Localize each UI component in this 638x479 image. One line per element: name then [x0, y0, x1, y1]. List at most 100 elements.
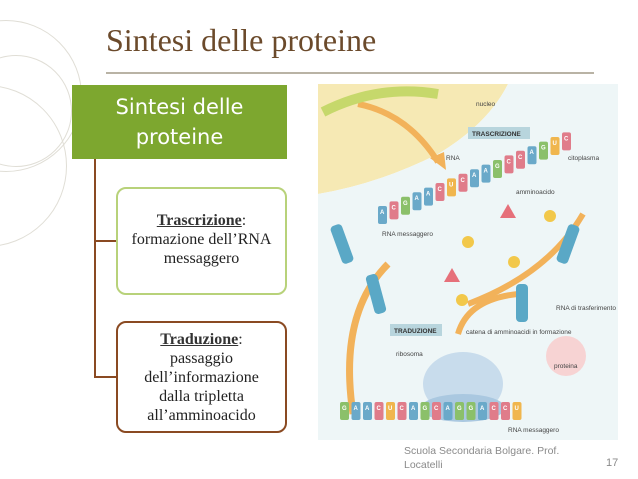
nucleotide-letter: A	[484, 169, 489, 175]
ribosoma-label: ribosoma	[396, 351, 423, 358]
nucleo-label: nucleo	[476, 101, 496, 108]
nucleotide	[378, 206, 387, 224]
trna-molecules	[330, 204, 580, 322]
nucleotide	[481, 164, 491, 183]
node-trascrizione: Trascrizione: formazione dell’RNA messag…	[116, 187, 287, 295]
rna-messaggero-top-label: RNA messaggero	[382, 231, 433, 238]
root-node: Sintesi delle proteine	[72, 85, 287, 159]
nucleotide-letter: A	[354, 406, 359, 412]
page-number: 17	[606, 457, 619, 469]
traduzione-label: TRADUZIONE	[394, 328, 437, 335]
nucleotide-letter: C	[507, 159, 512, 165]
nucleotide	[512, 402, 522, 420]
citoplasma-label: citoplasma	[568, 155, 599, 162]
proteina-label: proteina	[554, 363, 578, 370]
nucleotide	[455, 402, 464, 420]
nucleotide-letter: A	[472, 173, 477, 179]
nucleotide	[504, 155, 514, 174]
rna-messaggero-bottom-label: RNA messaggero	[508, 427, 559, 434]
node-trascrizione-heading: Trascrizione	[156, 212, 242, 229]
nucleotide	[363, 402, 372, 420]
nucleotide	[397, 402, 407, 420]
nucleotide	[374, 402, 384, 420]
nucleotide	[470, 169, 479, 188]
slide-title: Sintesi delle proteine	[106, 22, 377, 58]
footer-text: Scuola Secondaria Bolgare. Prof. Locatel…	[404, 445, 560, 471]
nucleotide-letter: G	[403, 201, 408, 207]
nucleotide-letter: G	[469, 406, 474, 412]
nucleotide	[409, 402, 418, 420]
nucleotide	[493, 160, 502, 178]
nucleotide-letter: A	[380, 210, 385, 216]
nucleotide	[562, 132, 571, 151]
protein-blob	[546, 336, 586, 376]
transcription-arrow-head	[430, 152, 446, 170]
nucleotide-letter: C	[518, 155, 523, 161]
nucleotide-letter: U	[449, 182, 453, 188]
nucleotide-letter: C	[392, 205, 397, 211]
nucleotide	[527, 146, 537, 165]
traduzione-tag	[390, 324, 442, 336]
nucleotide	[340, 402, 349, 420]
nucleotide-letter: A	[426, 192, 431, 198]
nucleotide-letter: C	[492, 406, 497, 412]
nucleotide-letter: G	[423, 406, 428, 412]
nucleotide-letter: G	[541, 146, 546, 152]
title-underline	[106, 72, 594, 74]
nucleotide	[401, 196, 410, 215]
nucleotide-letter: A	[480, 406, 485, 412]
nucleotide	[420, 402, 430, 420]
rna-trasferimento-label: RNA di trasferimento	[556, 305, 616, 312]
nucleotide	[550, 137, 560, 155]
nucleotide	[489, 402, 499, 420]
nucleotide	[432, 402, 441, 420]
nucleotide	[435, 183, 445, 201]
nucleotide-letter: A	[415, 196, 420, 202]
down-arrow-left	[346, 261, 391, 415]
nucleotide	[466, 402, 476, 420]
node-traduzione-heading: Traduzione	[160, 331, 239, 348]
nucleotide	[412, 192, 422, 211]
nucleotide-letter: A	[411, 406, 416, 412]
nucleotide	[516, 150, 525, 169]
nucleotide-letter: U	[388, 406, 392, 412]
node-trascrizione-text: formazione dell’RNA messaggero	[131, 231, 272, 267]
node-traduzione-text: passaggio dell’informazione dalla triple…	[144, 350, 259, 424]
trascrizione-label: TRASCRIZIONE	[472, 131, 521, 138]
nucleotide	[424, 187, 433, 206]
connector-branch-1	[94, 240, 116, 242]
node-traduzione: Traduzione: passaggio dell’informazione …	[116, 321, 287, 433]
node-trascrizione-colon: :	[241, 212, 247, 229]
nucleotide	[458, 173, 468, 192]
nucleotide-letter: G	[495, 164, 500, 170]
nucleotide-letter: A	[365, 406, 370, 412]
connector-vertical	[94, 159, 96, 377]
nucleotide	[386, 402, 395, 420]
dna-strand	[320, 86, 439, 117]
trascrizione-tag	[468, 127, 530, 139]
trna-arrow	[455, 291, 519, 335]
nucleotide	[501, 402, 510, 420]
nucleotide-letter: U	[553, 141, 557, 147]
nucleotide-letter: C	[461, 178, 466, 184]
root-node-label: Sintesi delle proteine	[115, 95, 244, 149]
nucleotide	[351, 402, 361, 420]
nucleotide-letter: A	[446, 406, 451, 412]
nucleotide-letter: C	[438, 187, 443, 193]
amminoacido-label: amminoacido	[516, 189, 555, 196]
node-traduzione-colon: :	[238, 331, 243, 348]
nucleotide-letter: G	[342, 406, 347, 412]
rna-label: RNA	[446, 155, 460, 162]
nucleotide-letter: C	[564, 136, 569, 142]
nucleotide-letter: C	[434, 406, 439, 412]
nucleus-region	[318, 84, 508, 194]
nucleotide-letter: C	[377, 406, 382, 412]
nucleotide-letter: C	[503, 406, 508, 412]
cytoplasm-region	[318, 84, 618, 440]
nucleotide-letter: C	[400, 406, 405, 412]
nucleotide-letter: G	[457, 406, 462, 412]
